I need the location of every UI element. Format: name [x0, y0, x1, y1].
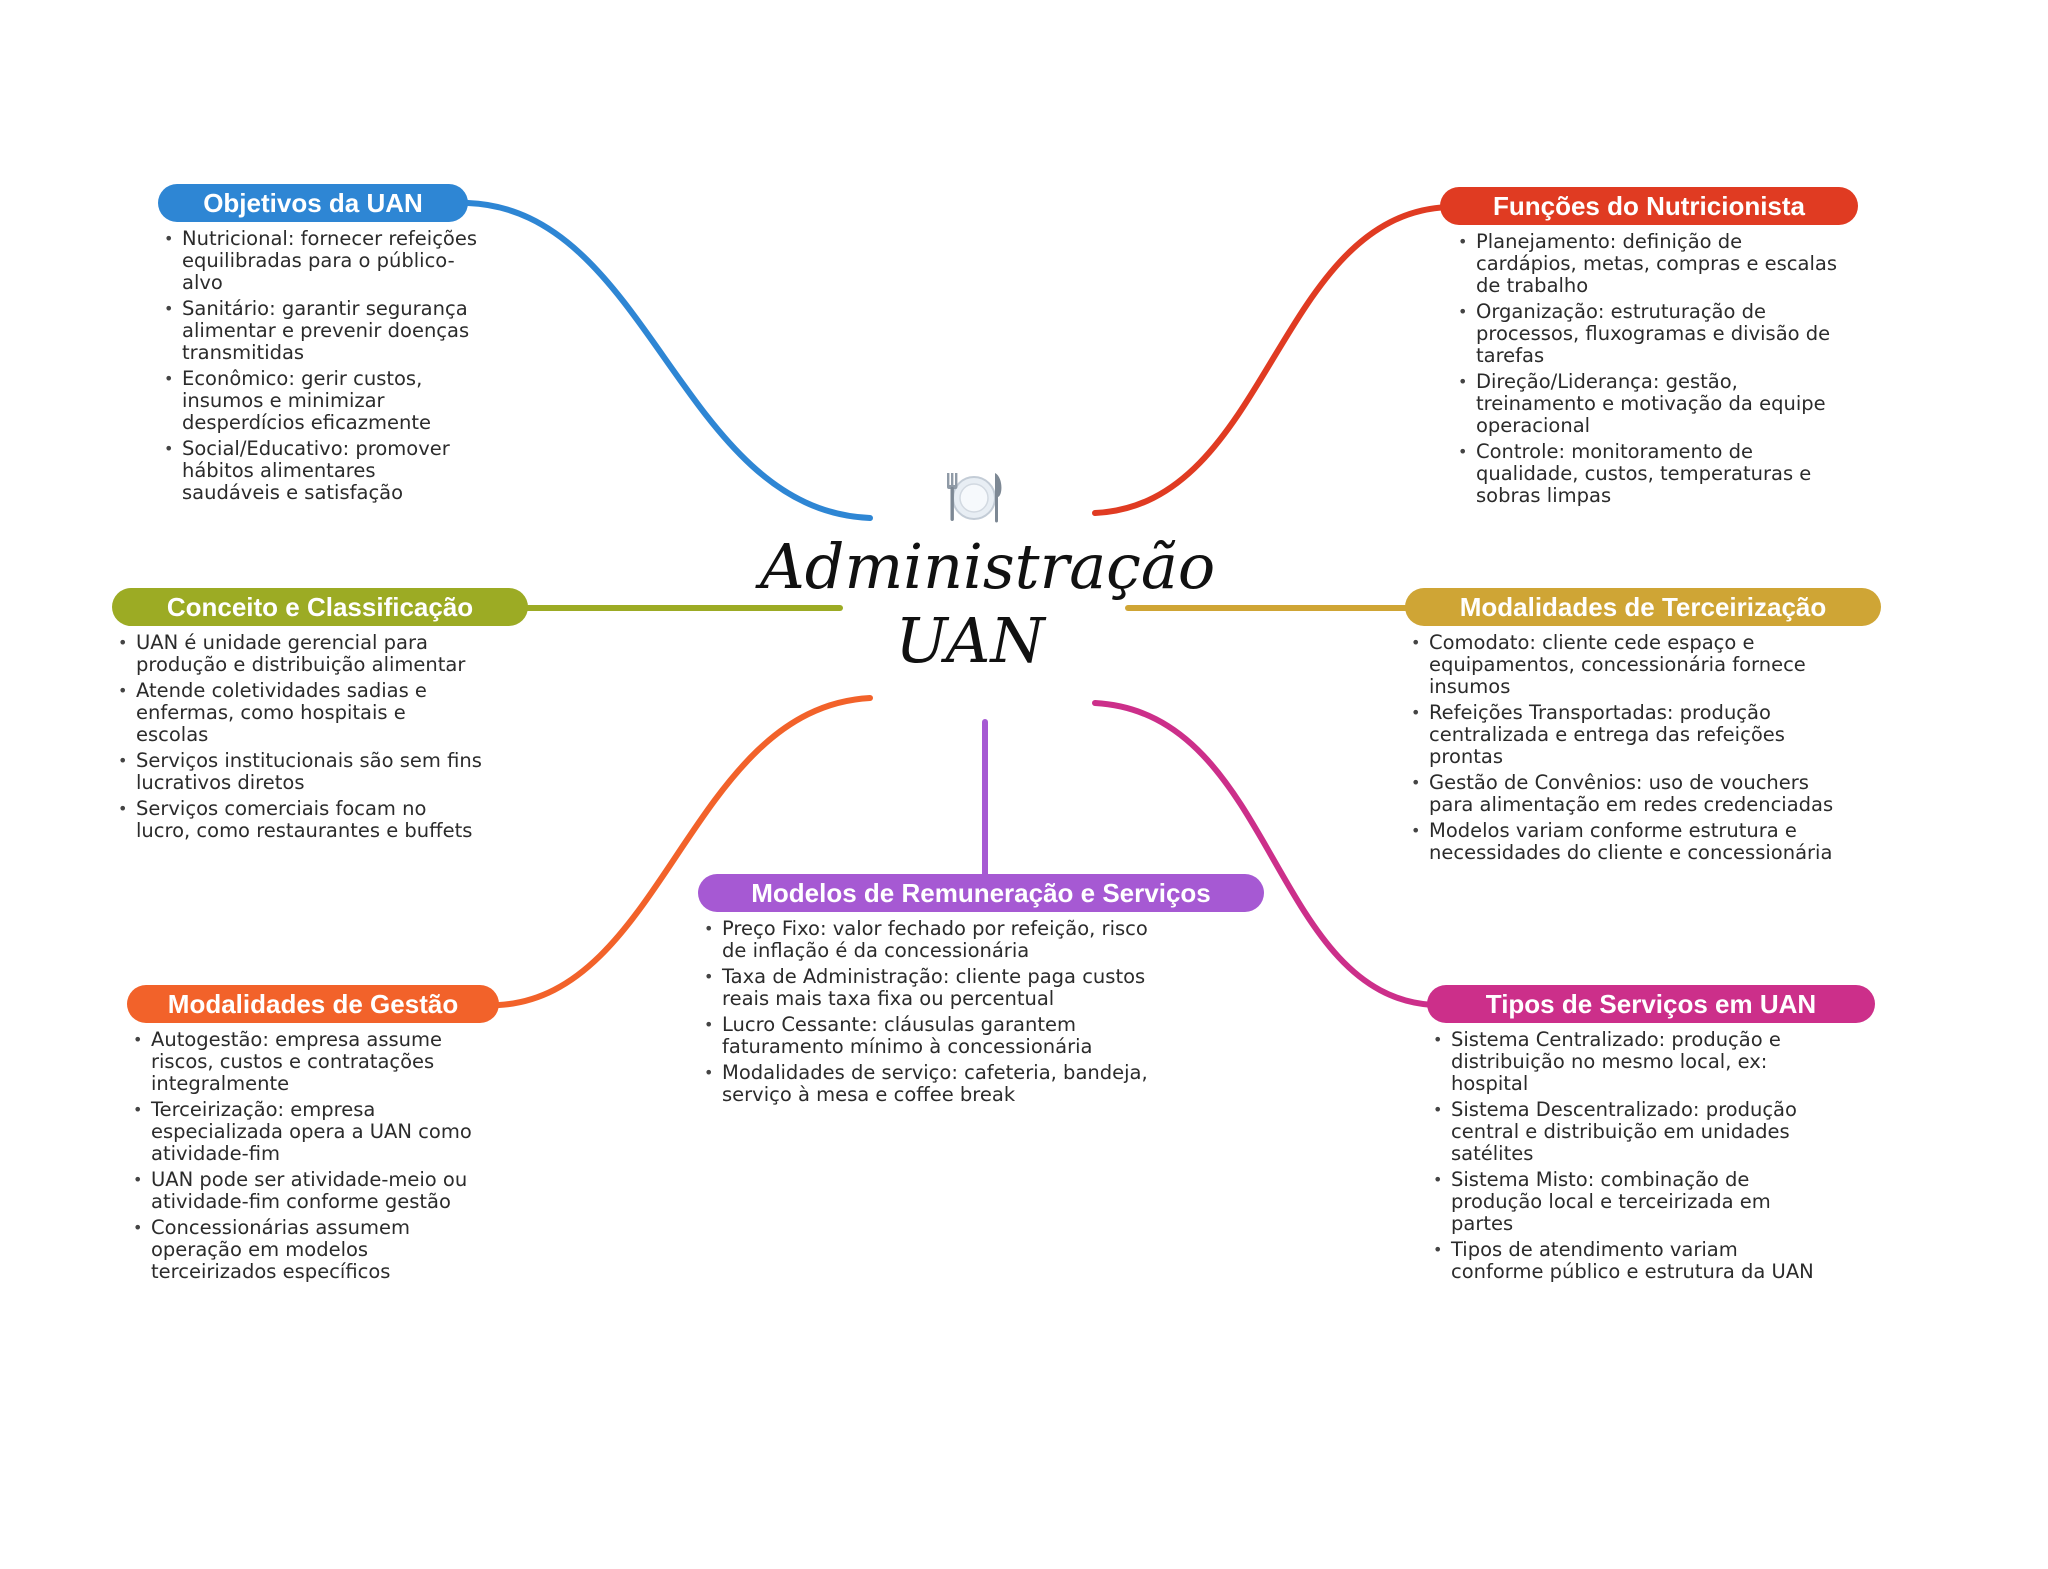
- list-item: Tipos de atendimento variam conforme púb…: [1427, 1239, 1827, 1283]
- central-topic-line2: UAN: [895, 604, 1045, 677]
- list-item: Serviços comerciais focam no lucro, como…: [112, 798, 482, 842]
- connector-servicos: [1092, 700, 1436, 1008]
- list-item: Econômico: gerir custos, insumos e minim…: [158, 368, 478, 434]
- branch-funcoes-title[interactable]: Funções do Nutricionista: [1440, 187, 1858, 225]
- list-item: Modelos variam conforme estrutura e nece…: [1405, 820, 1845, 864]
- branch-conceito-title[interactable]: Conceito e Classificação: [112, 588, 528, 626]
- list-item: UAN é unidade gerencial para produção e …: [112, 632, 482, 676]
- list-item: Nutricional: fornecer refeições equilibr…: [158, 228, 478, 294]
- central-topic: Administração UAN: [760, 530, 1216, 678]
- branch-gestao: Modalidades de Gestão Autogestão: empres…: [127, 985, 527, 1287]
- connector-gestao: [496, 695, 873, 1008]
- list-item: Social/Educativo: promover hábitos alime…: [158, 438, 478, 504]
- branch-objetivos-list: Nutricional: fornecer refeições equilibr…: [158, 228, 478, 504]
- branch-gestao-title[interactable]: Modalidades de Gestão: [127, 985, 499, 1023]
- branch-servicos: Tipos de Serviços em UAN Sistema Central…: [1427, 985, 1877, 1287]
- branch-remuneracao-list: Preço Fixo: valor fechado por refeição, …: [698, 918, 1158, 1106]
- list-item: Modalidades de serviço: cafeteria, bande…: [698, 1062, 1158, 1106]
- list-item: Gestão de Convênios: uso de vouchers par…: [1405, 772, 1845, 816]
- list-item: Sistema Descentralizado: produção centra…: [1427, 1099, 1827, 1165]
- list-item: Comodato: cliente cede espaço e equipame…: [1405, 632, 1845, 698]
- branch-gestao-list: Autogestão: empresa assume riscos, custo…: [127, 1029, 487, 1283]
- branch-funcoes-list: Planejamento: definição de cardápios, me…: [1452, 231, 1842, 507]
- connector-funcoes: [1092, 204, 1451, 516]
- list-item: Taxa de Administração: cliente paga cust…: [698, 966, 1158, 1010]
- list-item: Serviços institucionais são sem fins luc…: [112, 750, 482, 794]
- branch-terceirizacao-title[interactable]: Modalidades de Terceirização: [1405, 588, 1881, 626]
- list-item: Refeições Transportadas: produção centra…: [1405, 702, 1845, 768]
- branch-conceito-list: UAN é unidade gerencial para produção e …: [112, 632, 482, 842]
- list-item: Lucro Cessante: cláusulas garantem fatur…: [698, 1014, 1158, 1058]
- branch-remuneracao: Modelos de Remuneração e Serviços Preço …: [698, 874, 1268, 1110]
- list-item: Organização: estruturação de processos, …: [1452, 301, 1842, 367]
- list-item: Planejamento: definição de cardápios, me…: [1452, 231, 1842, 297]
- list-item: Sanitário: garantir segurança alimentar …: [158, 298, 478, 364]
- list-item: Controle: monitoramento de qualidade, cu…: [1452, 441, 1842, 507]
- branch-objetivos: Objetivos da UAN Nutricional: fornecer r…: [158, 184, 478, 508]
- branch-funcoes: Funções do Nutricionista Planejamento: d…: [1440, 187, 1860, 511]
- list-item: Preço Fixo: valor fechado por refeição, …: [698, 918, 1158, 962]
- list-item: Autogestão: empresa assume riscos, custo…: [127, 1029, 487, 1095]
- list-item: Terceirização: empresa especializada ope…: [127, 1099, 487, 1165]
- connector-objetivos: [465, 200, 873, 521]
- branch-conceito: Conceito e Classificação UAN é unidade g…: [112, 588, 532, 846]
- central-topic-line1: Administração: [760, 530, 1216, 603]
- list-item: Atende coletividades sadias e enfermas, …: [112, 680, 482, 746]
- branch-servicos-title[interactable]: Tipos de Serviços em UAN: [1427, 985, 1875, 1023]
- branch-servicos-list: Sistema Centralizado: produção e distrib…: [1427, 1029, 1827, 1283]
- list-item: Sistema Centralizado: produção e distrib…: [1427, 1029, 1827, 1095]
- branch-terceirizacao-list: Comodato: cliente cede espaço e equipame…: [1405, 632, 1845, 864]
- list-item: Sistema Misto: combinação de produção lo…: [1427, 1169, 1827, 1235]
- list-item: UAN pode ser atividade-meio ou atividade…: [127, 1169, 487, 1213]
- branch-remuneracao-title[interactable]: Modelos de Remuneração e Serviços: [698, 874, 1264, 912]
- branch-objetivos-title[interactable]: Objetivos da UAN: [158, 184, 468, 222]
- list-item: Concessionárias assumem operação em mode…: [127, 1217, 487, 1283]
- fork-plate-knife-icon: [943, 465, 1005, 527]
- branch-terceirizacao: Modalidades de Terceirização Comodato: c…: [1405, 588, 1885, 868]
- list-item: Direção/Liderança: gestão, treinamento e…: [1452, 371, 1842, 437]
